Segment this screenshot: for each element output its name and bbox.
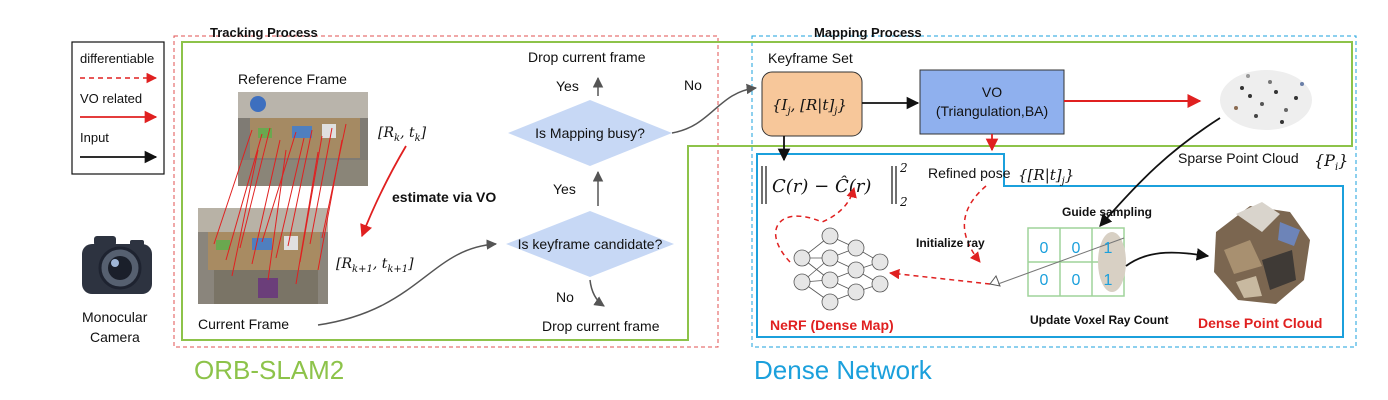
vo-label-line2: (Triangulation,BA) bbox=[936, 103, 1048, 119]
orb-slam2-label: ORB-SLAM2 bbox=[194, 355, 344, 385]
update-voxel-label: Update Voxel Ray Count bbox=[1030, 313, 1168, 327]
voxel-cell-1: 0 bbox=[1072, 240, 1081, 257]
orb-slam2-region bbox=[181, 41, 1353, 341]
vo-box bbox=[919, 69, 1065, 135]
nerf-label: NeRF (Dense Map) bbox=[770, 317, 894, 333]
busy-no-label: No bbox=[684, 77, 702, 93]
busy-yes-label: Yes bbox=[556, 78, 579, 94]
ray-to-nerf-arrow bbox=[888, 268, 991, 285]
keyframe-formula: {Ij, [R|t]j} bbox=[772, 96, 847, 117]
sparse-point-cloud-label: Sparse Point Cloud bbox=[1178, 150, 1299, 166]
candidate-yes-label: Yes bbox=[553, 181, 576, 197]
camera-label-line1: Monocular bbox=[82, 309, 148, 325]
nerf-network-icon bbox=[793, 227, 889, 311]
feature-matches bbox=[213, 123, 347, 285]
reference-frame-label: Reference Frame bbox=[238, 71, 347, 87]
drop-frame-bottom: Drop current frame bbox=[542, 318, 660, 334]
drop-frame-top: Drop current frame bbox=[528, 49, 646, 65]
estimate-via-vo-label: estimate via VO bbox=[392, 189, 496, 205]
camera-icon bbox=[82, 236, 152, 294]
voxel-grid: 0 0 1 0 0 1 bbox=[997, 227, 1126, 297]
legend-vo-label: VO related bbox=[80, 91, 142, 106]
voxel-cell-0: 0 bbox=[1040, 240, 1049, 257]
loss-subscript: 2 bbox=[899, 195, 908, 209]
legend-input-label: Input bbox=[80, 130, 109, 145]
tracking-process-title: Tracking Process bbox=[210, 25, 318, 40]
voxel-cell-3: 0 bbox=[1040, 272, 1049, 289]
mapping-process-title: Mapping Process bbox=[814, 25, 922, 40]
busy-no-arrow bbox=[671, 83, 758, 134]
refined-formula: {[R|t]j} bbox=[1018, 166, 1074, 187]
dense-network-region bbox=[756, 153, 1344, 338]
estimate-vo-arrow bbox=[360, 145, 407, 238]
sparse-point-cloud-image bbox=[1220, 70, 1312, 130]
dense-network-label: Dense Network bbox=[754, 355, 933, 385]
guide-sampling-label: Guide sampling bbox=[1062, 205, 1152, 219]
dense-point-cloud-image bbox=[1214, 202, 1310, 304]
vo-label-line1: VO bbox=[982, 84, 1002, 100]
mapping-busy-label: Is Mapping busy? bbox=[535, 125, 645, 141]
candidate-no-arrow bbox=[589, 279, 605, 307]
mapping-busy-diamond bbox=[508, 100, 672, 166]
keyframe-set-box bbox=[761, 71, 863, 137]
keyframe-candidate-diamond bbox=[506, 211, 674, 277]
voxel-cell-4: 0 bbox=[1072, 272, 1081, 289]
refined-to-ray-arrow bbox=[963, 185, 987, 263]
loss-formula-body: C(r) − Ĉ(r) bbox=[772, 174, 871, 197]
keyframe-candidate-label: Is keyframe candidate? bbox=[518, 236, 663, 252]
nerf-to-loss-arrow bbox=[774, 186, 857, 263]
tracking-process-border bbox=[173, 35, 719, 348]
legend-differentiable-label: differentiable bbox=[80, 51, 154, 66]
voxel-to-dense-arrow bbox=[1125, 248, 1210, 267]
pose-k: [Rk, tk] bbox=[378, 125, 427, 144]
legend: differentiable VO related Input bbox=[71, 41, 165, 175]
voxel-cell-2: 1 bbox=[1104, 240, 1113, 257]
current-frame-label: Current Frame bbox=[198, 316, 289, 332]
loss-exponent: 2 bbox=[899, 161, 908, 175]
current-frame-image bbox=[198, 208, 328, 304]
dense-point-cloud-label: Dense Point Cloud bbox=[1198, 315, 1322, 331]
ray-origin-icon bbox=[989, 274, 1001, 287]
voxel-cell-5: 1 bbox=[1104, 272, 1113, 289]
sparse-to-voxel-arrow bbox=[1099, 117, 1221, 227]
camera-label-line2: Camera bbox=[90, 329, 140, 345]
current-to-candidate-arrow bbox=[317, 239, 498, 326]
candidate-no-label: No bbox=[556, 289, 574, 305]
keyframe-set-label: Keyframe Set bbox=[768, 50, 853, 66]
sparse-formula: {Pi} bbox=[1314, 151, 1348, 173]
initialize-ray-label: Initialize ray bbox=[916, 236, 985, 250]
refined-pose-label: Refined pose bbox=[928, 165, 1011, 181]
mapping-process-border bbox=[751, 35, 1357, 348]
loss-formula: C(r) − Ĉ(r) 2 2 bbox=[761, 161, 908, 209]
pose-k1: [Rk+1, tk+1] bbox=[336, 256, 414, 275]
